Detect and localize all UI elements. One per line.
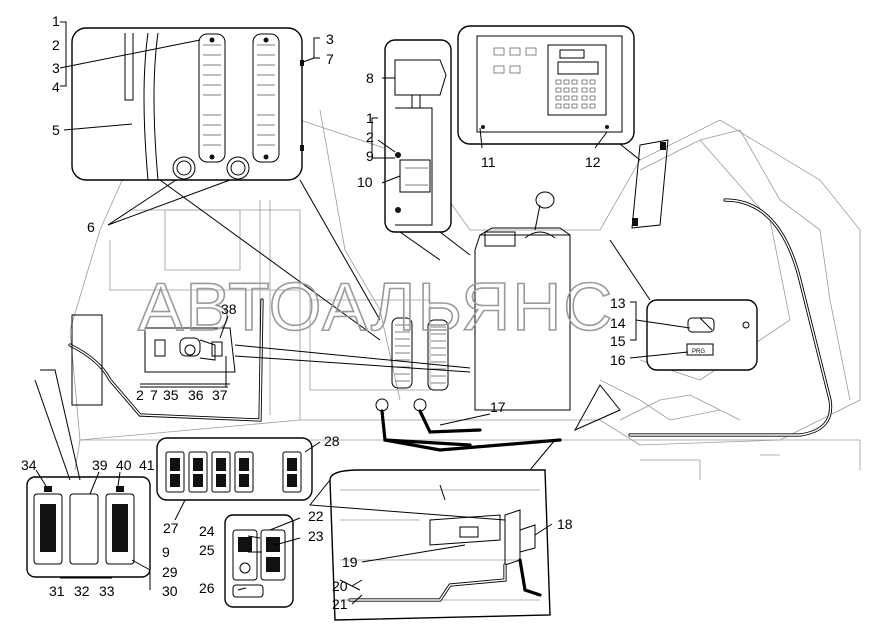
detail-switch-box [71, 314, 471, 406]
label-10: 10 [357, 174, 373, 190]
detail-bracket-unit [384, 39, 471, 261]
label-7-switch-box: 7 [150, 387, 158, 403]
label-27: 27 [163, 520, 179, 536]
rocker-switch-2 [188, 451, 208, 493]
label-17: 17 [490, 399, 506, 415]
label-2-switch-box: 2 [136, 387, 144, 403]
detail-fuse-panel [71, 27, 381, 341]
label-21: 21 [332, 596, 348, 612]
leader-lines [35, 21, 691, 605]
rocker-switch-4 [234, 451, 254, 493]
rocker-switch-3 [211, 451, 231, 493]
label-41: 41 [139, 457, 155, 473]
label-26: 26 [199, 580, 215, 596]
label-19: 19 [342, 554, 358, 570]
label-12: 12 [585, 154, 601, 170]
detail-connector-module [26, 369, 151, 578]
label-3-top-left: 3 [52, 60, 60, 76]
label-7-fuse-panel: 7 [326, 51, 334, 67]
callout-labels: 1 2 3 4 5 6 3 7 8 1 2 9 10 11 12 13 14 1… [21, 13, 626, 612]
fuse-strip-right [252, 33, 280, 163]
label-34: 34 [21, 457, 37, 473]
right-mount-bracket [609, 139, 669, 301]
label-20: 20 [332, 578, 348, 594]
connector-rings [375, 398, 562, 452]
label-1-top-left: 1 [52, 13, 60, 29]
label-37: 37 [212, 387, 228, 403]
label-35: 35 [163, 387, 179, 403]
indicator-icons [493, 47, 537, 74]
label-25: 25 [199, 542, 215, 558]
watermark-text: АВТОАЛЬЯНС [138, 269, 614, 345]
label-15: 15 [610, 333, 626, 349]
label-2-bracket: 2 [366, 129, 374, 145]
cable-loop-right [628, 198, 833, 437]
detail-cab-bottom [309, 439, 556, 621]
label-9-bracket: 9 [366, 148, 374, 164]
detail-side-panel: PRG [646, 299, 758, 371]
pointer-arrow-lower [573, 384, 621, 432]
label-36: 36 [188, 387, 204, 403]
label-28: 28 [324, 433, 340, 449]
label-16: 16 [610, 352, 626, 368]
rocker-switch-5 [282, 451, 302, 493]
label-22: 22 [308, 508, 324, 524]
label-11: 11 [481, 154, 496, 170]
label-23: 23 [308, 528, 324, 544]
detail-switch-pair [224, 514, 294, 608]
label-29: 29 [162, 564, 178, 580]
label-24: 24 [199, 523, 215, 539]
label-14: 14 [610, 315, 626, 331]
label-38: 38 [221, 301, 237, 317]
label-39: 39 [92, 457, 108, 473]
center-console [474, 191, 571, 411]
label-31: 31 [49, 583, 65, 599]
label-32: 32 [74, 583, 90, 599]
label-4-top-left: 4 [52, 79, 60, 95]
fuse-strip-left [198, 33, 226, 163]
display-box-text: PRG [692, 349, 705, 355]
label-9-connector: 9 [162, 544, 170, 560]
detail-control-panel [457, 25, 641, 161]
label-8: 8 [366, 70, 374, 86]
keypad [555, 79, 596, 109]
label-2-top-left: 2 [52, 37, 60, 53]
fuse-block-center-right [427, 319, 449, 391]
label-18: 18 [557, 516, 573, 532]
label-1-bracket: 1 [366, 110, 374, 126]
label-3-fuse-panel: 3 [326, 31, 334, 47]
label-6: 6 [87, 219, 95, 235]
label-5: 5 [52, 122, 60, 138]
rocker-switch-1 [165, 451, 185, 493]
label-40: 40 [116, 457, 132, 473]
detail-switch-bank [156, 437, 313, 501]
label-13: 13 [610, 295, 626, 311]
label-30: 30 [162, 583, 178, 599]
label-33: 33 [99, 583, 115, 599]
